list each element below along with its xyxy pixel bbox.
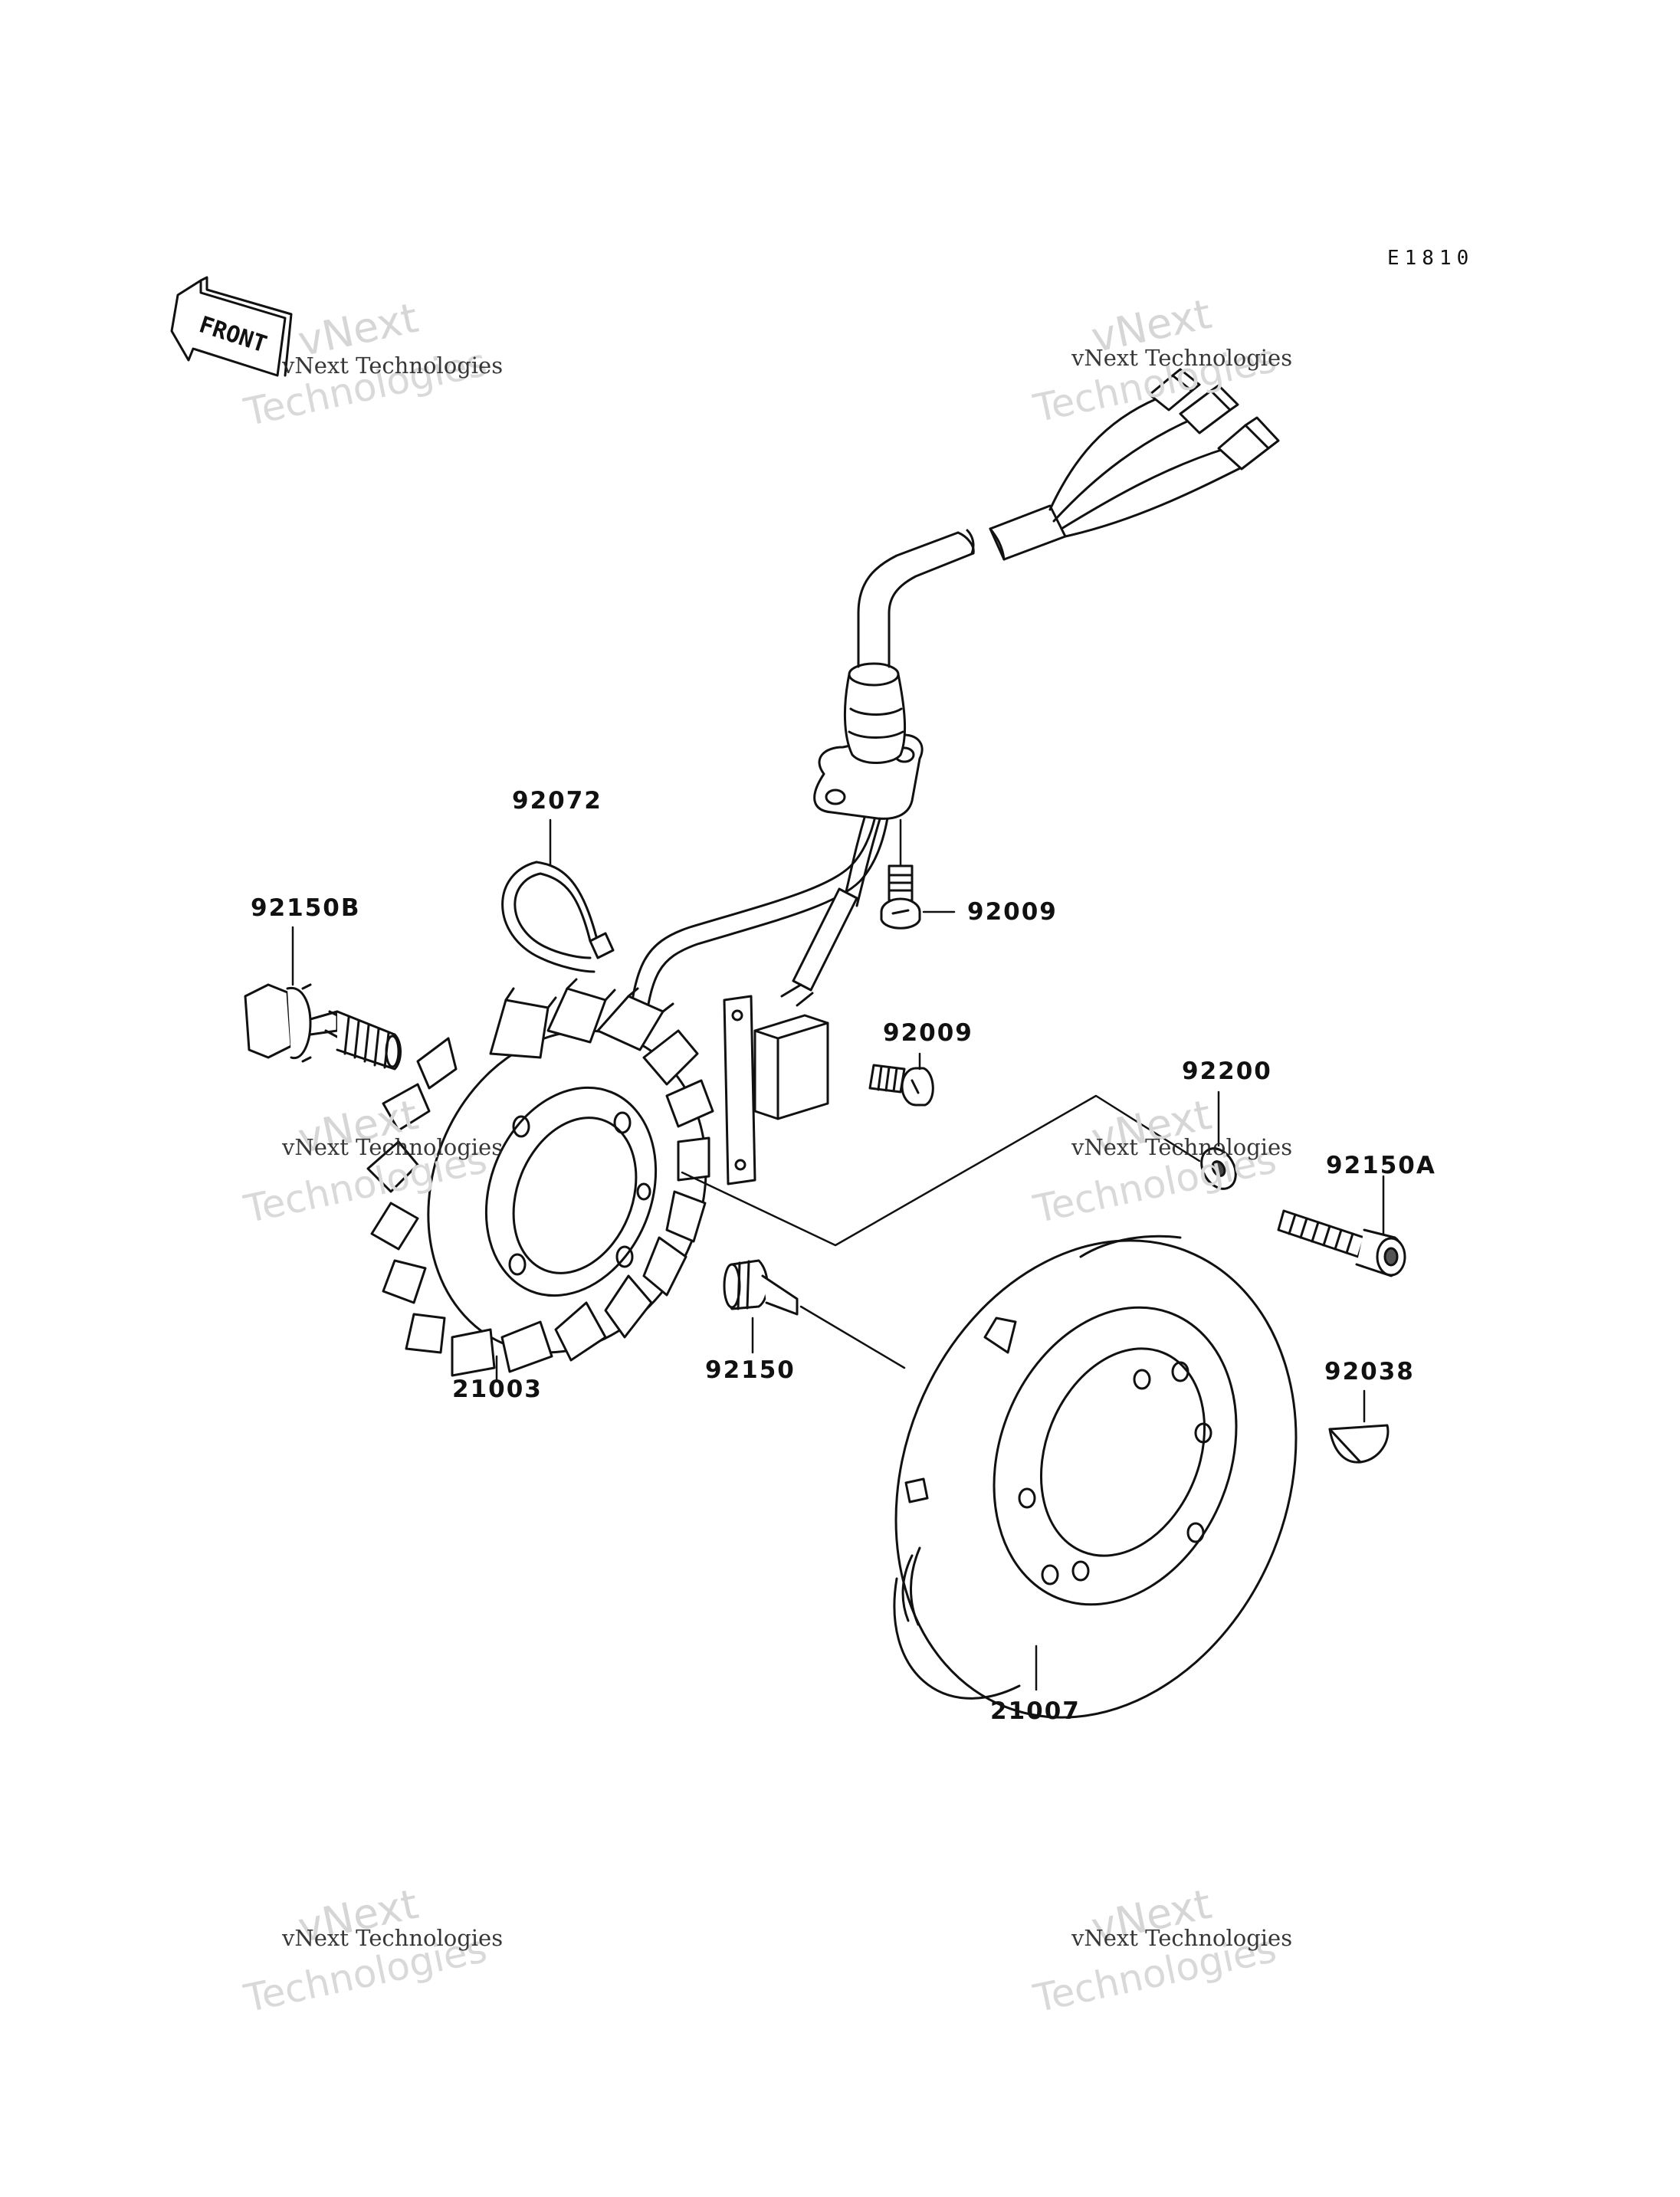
part-number-92150B[interactable]: 92150B [251, 894, 361, 922]
part-number-92009-upper[interactable]: 92009 [967, 898, 1058, 926]
connector-2 [1179, 384, 1239, 434]
screw-92009-lower [868, 1064, 934, 1107]
stator [366, 978, 714, 1377]
pickup-coil [723, 995, 829, 1185]
cable-clamp [501, 861, 615, 973]
part-number-92200[interactable]: 92200 [1182, 1058, 1272, 1085]
bolt-92150 [723, 1259, 906, 1369]
screw-92009-upper [880, 864, 921, 930]
leader-lines [291, 818, 1385, 1691]
rotor [893, 1235, 1298, 1719]
part-number-92072[interactable]: 92072 [512, 787, 602, 815]
part-number-21007[interactable]: 21007 [990, 1697, 1081, 1725]
connector-1 [1148, 368, 1201, 412]
bolt-92150B [244, 983, 402, 1071]
bolt-92150A [1277, 1209, 1406, 1277]
key-92038 [1328, 1424, 1390, 1464]
washer-92200 [1200, 1147, 1237, 1190]
part-number-21003[interactable]: 21003 [452, 1376, 543, 1403]
grommet-bracket [813, 368, 1280, 820]
part-number-92009-lower[interactable]: 92009 [883, 1019, 973, 1047]
part-number-92150A[interactable]: 92150A [1326, 1152, 1436, 1179]
diagram-code: E1810 [1387, 247, 1475, 270]
reference-line [681, 1094, 1201, 1247]
connector-3 [1217, 416, 1280, 471]
part-number-92038[interactable]: 92038 [1324, 1358, 1415, 1385]
part-number-92150[interactable]: 92150 [705, 1356, 796, 1384]
front-arrow-icon: FRONT [170, 276, 293, 377]
